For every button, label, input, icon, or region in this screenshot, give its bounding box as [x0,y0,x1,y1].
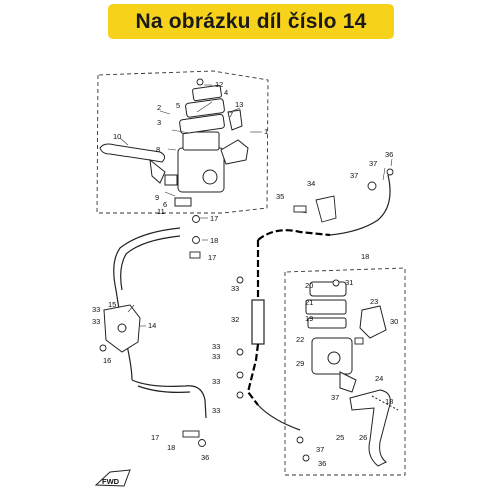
callout-18b: 18 [210,236,218,245]
assembly-outline-front [96,70,269,214]
callout-30: 31 [345,278,353,287]
callout-19: 18 [361,252,369,261]
callout-10: 10 [113,132,121,141]
callout-7: 7 [229,110,233,119]
callout-32: 32 [231,315,239,324]
callout-26: 24 [375,374,383,383]
callout-1: 1 [264,127,268,136]
callout-12: 12 [215,80,223,89]
front-brake-lever [99,143,166,184]
callout-5: 5 [176,101,180,110]
callout-36a: 36 [201,453,209,462]
callout-6: 6 [163,200,167,209]
callout-37a: 37 [350,171,358,180]
callout-17a: 17 [208,253,216,262]
hose-holder-part-14 [103,304,141,353]
callout-25: 23 [370,297,378,306]
hardware-parts [99,78,394,462]
title-banner: Na obrázku díl číslo 14 [108,4,394,39]
callout-24: 22 [296,335,304,344]
fwd-direction-arrow: FWD [94,469,131,487]
banner-title: Na obrázku díl číslo 14 [135,9,367,33]
callout-14: 14 [148,321,156,330]
callout-33f: 33 [212,377,220,386]
callout-33e: 33 [212,352,220,361]
callout-23: 21 [305,298,313,307]
callout-9: 9 [155,193,159,202]
callout-22: 20 [305,281,313,290]
callout-3: 3 [157,118,161,127]
callout-18a: 17 [210,214,218,223]
callout-33c: 33 [231,284,239,293]
callout-2: 2 [157,103,161,112]
callout-28: 26 [359,433,367,442]
callout-8: 8 [156,145,160,154]
callout-37b: 37 [369,159,377,168]
callout-33a: 33 [92,305,100,314]
callouts: 12 4 2 5 3 13 7 1 10 8 9 6 11 17 18 17 3… [92,80,398,468]
callout-33b: 33 [92,317,100,326]
callout-37c: 37 [331,393,339,402]
callout-18c: 18 [167,443,175,452]
callout-4: 4 [224,88,228,97]
callout-27: 25 [336,433,344,442]
callout-36b: 36 [385,150,393,159]
fwd-label: FWD [102,477,120,486]
callout-37d: 37 [316,445,324,454]
rear-brake-lever [349,389,399,467]
rear-master-cylinder [305,281,387,393]
callout-17b: 17 [151,433,159,442]
callout-33g: 33 [212,406,220,415]
callout-16: 16 [103,356,111,365]
front-brake-hose [113,227,207,419]
callout-15: 15 [108,300,116,309]
callout-31: 30 [390,317,398,326]
rear-brake-hose [246,174,391,431]
assembly-outline-rear [284,267,406,476]
front-master-cylinder [164,84,249,207]
callout-20: 18 [385,397,393,406]
callout-21: 19 [305,314,313,323]
callout-33d: 33 [212,342,220,351]
callout-11: 11 [157,207,165,216]
callout-34: 34 [307,179,315,188]
leader-lines [119,84,393,327]
callout-35: 35 [276,192,284,201]
callout-13: 13 [235,100,243,109]
callout-36c: 36 [318,459,326,468]
callout-29: 29 [296,359,304,368]
